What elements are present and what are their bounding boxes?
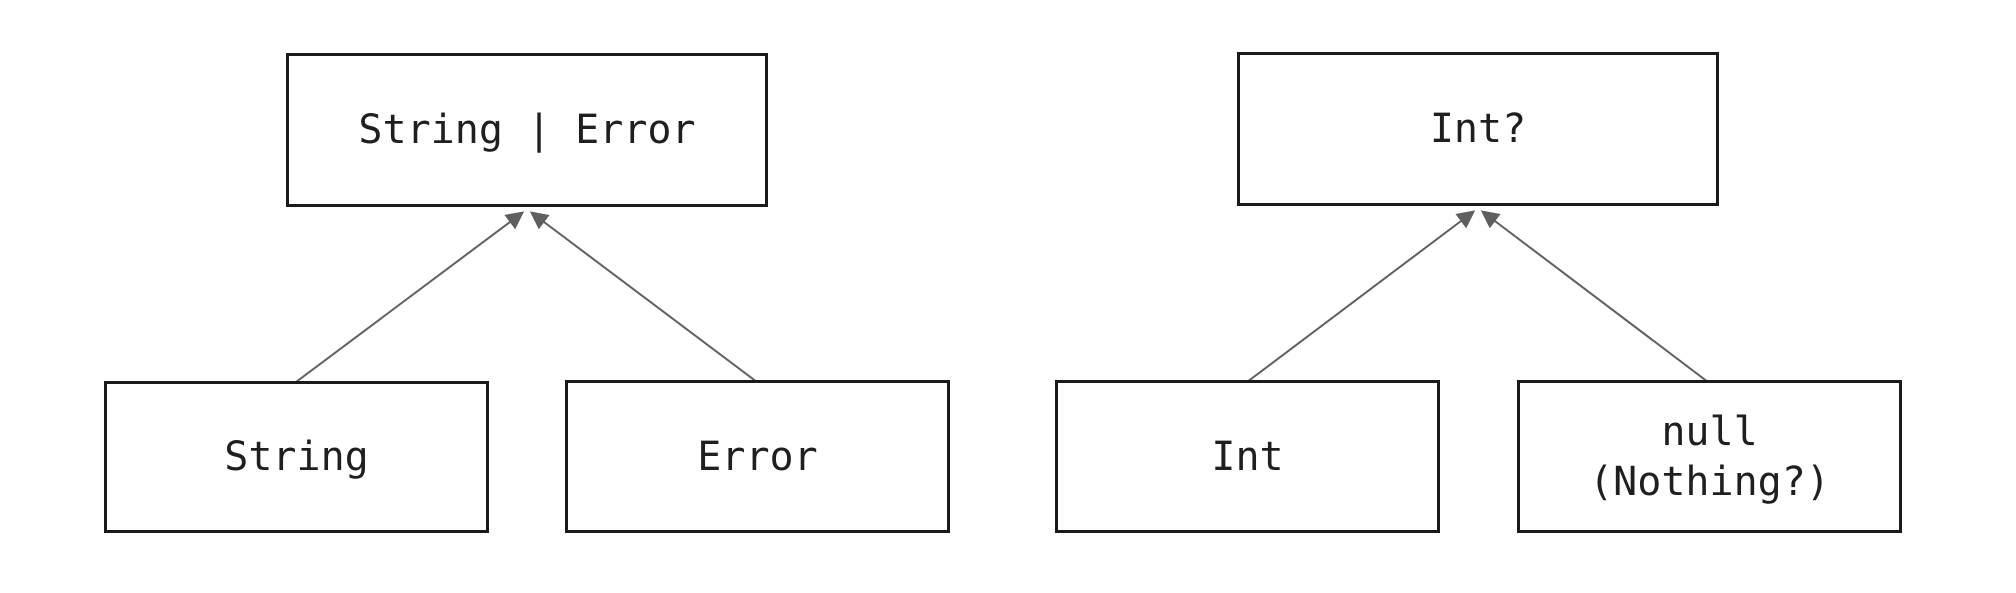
box-nullable-parent-label: Int?: [1429, 106, 1527, 152]
box-union-parent: String | Error: [286, 53, 768, 207]
arrow-int-to-nullable-icon: [1246, 210, 1476, 383]
box-union-child-string: String: [104, 381, 489, 533]
arrow-error-to-union-icon: [529, 211, 758, 383]
arrow-null-to-nullable-icon: [1480, 210, 1709, 383]
box-union-parent-label: String | Error: [358, 107, 696, 153]
box-nullable-child-int: Int: [1055, 380, 1440, 533]
box-union-child-string-label: String: [224, 434, 369, 480]
box-nullable-child-null-label: null (Nothing?): [1589, 408, 1830, 505]
box-nullable-child-null: null (Nothing?): [1517, 380, 1902, 533]
box-union-child-error-label: Error: [697, 433, 818, 480]
arrow-string-to-union-icon: [295, 211, 525, 383]
box-union-child-error: Error: [565, 380, 950, 533]
box-nullable-child-int-label: Int: [1211, 433, 1284, 480]
box-nullable-parent: Int?: [1237, 52, 1719, 206]
